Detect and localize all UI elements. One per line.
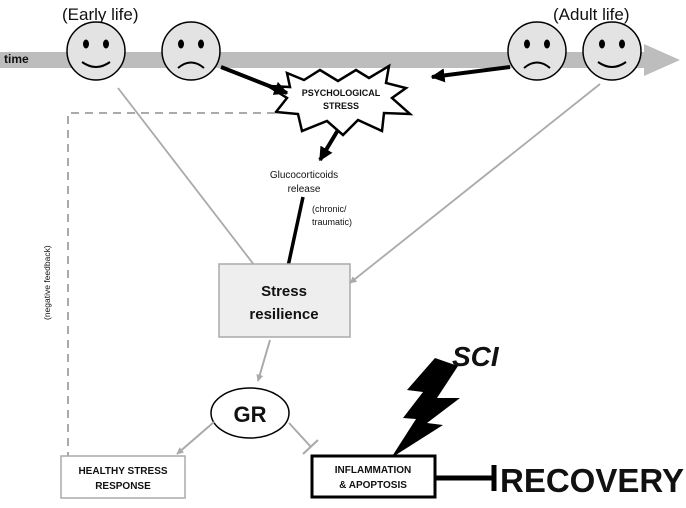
glucocorticoids-line2: release (288, 184, 321, 195)
resilience-to-gr-arrow (256, 339, 271, 382)
negative-feedback-label: (negative feedback) (42, 245, 52, 320)
healthy-stress-line1: HEALTHY STRESS (78, 466, 167, 477)
time-label: time (4, 52, 29, 66)
adult-sad-face (507, 21, 567, 81)
glucocorticoid-inhibition-line (278, 196, 305, 275)
psychological-stress-burst (263, 63, 414, 137)
psych-stress-line2: STRESS (323, 101, 359, 111)
gr-inhibits-inflammation-line (288, 422, 319, 455)
stress-resilience-box (218, 263, 351, 338)
adult-happy-face (582, 21, 642, 81)
gr-label: GR (234, 402, 267, 427)
stress-to-glucocorticoids-arrow (318, 128, 340, 162)
inflammation-line1: INFLAMMATION (335, 465, 411, 476)
psych-stress-line1: PSYCHOLOGICAL (302, 88, 381, 98)
adult-sad-stress-arrow (430, 65, 511, 83)
healthy-stress-line2: RESPONSE (95, 481, 151, 492)
chronic-traumatic-line2: traumatic) (312, 217, 352, 227)
glucocorticoids-line1: Glucocorticoids (270, 170, 338, 181)
lightning-bolt-icon (391, 358, 460, 458)
early-life-arrow (117, 87, 269, 284)
adult-life-arrow (349, 83, 601, 284)
adult-life-label: (Adult life) (553, 5, 630, 24)
early-sad-stress-arrow (220, 65, 289, 95)
gr-to-healthy-arrow (176, 421, 215, 455)
healthy-stress-response-box (60, 455, 186, 499)
recovery-label: RECOVERY (500, 462, 684, 499)
early-life-label: (Early life) (62, 5, 139, 24)
stress-resilience-line2: resilience (249, 306, 318, 323)
gr-node (210, 387, 290, 439)
inflammation-inhibits-recovery-line (435, 465, 497, 491)
stress-resilience-line1: Stress (261, 283, 307, 300)
inflammation-line2: & APOPTOSIS (339, 480, 407, 491)
early-happy-face (66, 21, 126, 81)
early-sad-face (161, 21, 221, 81)
sci-label: SCI (452, 341, 500, 372)
chronic-traumatic-line1: (chronic/ (312, 204, 347, 214)
